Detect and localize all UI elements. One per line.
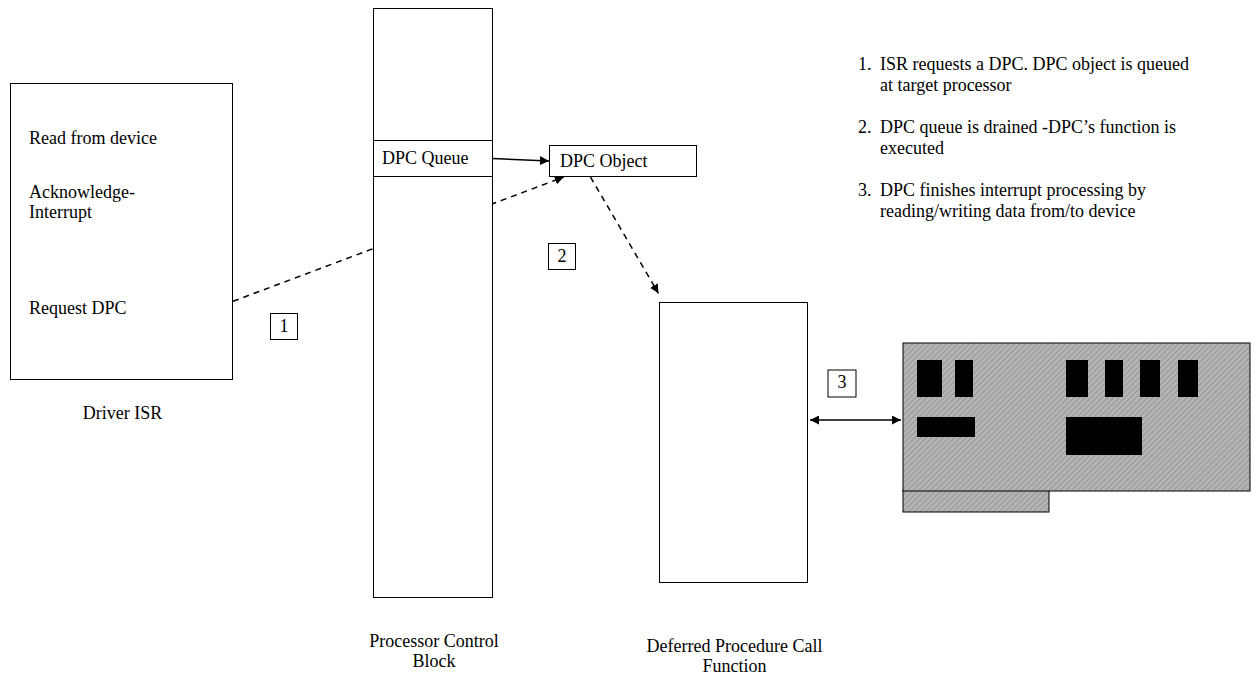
node-text: DPC Queue xyxy=(382,148,492,168)
dpc-object-box: DPC Object xyxy=(549,145,697,177)
node-caption: Processor Control Block xyxy=(354,631,514,671)
device-card xyxy=(903,343,1250,512)
arrow xyxy=(492,159,549,162)
dashed-arrow xyxy=(590,177,658,293)
callout-frame xyxy=(828,370,856,397)
node-text: DPC Object xyxy=(560,151,690,171)
note-text: DPC queue is drained -DPC’s function is … xyxy=(880,117,1200,159)
note-text: 3. xyxy=(858,180,882,201)
callout-number: 3 xyxy=(828,370,856,397)
device-link xyxy=(810,419,901,421)
note-text: ISR requests a DPC. DPC object is queued… xyxy=(880,54,1200,96)
node-text: Read from device xyxy=(29,128,229,148)
note-text: DPC finishes interrupt processing by rea… xyxy=(880,180,1200,222)
node-caption: Deferred Procedure Call Function xyxy=(645,636,825,676)
dpc-function-box: Deferred Procedure Call Function xyxy=(659,302,808,583)
callout-number: 1 xyxy=(270,313,298,340)
dpc-queue-band: DPC Queue xyxy=(374,140,492,177)
isr-box: Read from deviceAcknowledge- InterruptRe… xyxy=(10,83,233,380)
node-text: Request DPC xyxy=(29,298,209,318)
note-text: 2. xyxy=(858,117,882,138)
node-caption: Driver ISR xyxy=(11,403,234,423)
note-text: 1. xyxy=(858,54,882,75)
callout-number: 2 xyxy=(548,243,576,270)
node-text: Acknowledge- Interrupt xyxy=(29,182,141,222)
processor-control-block: DPC QueueProcessor Control Block xyxy=(373,8,493,598)
